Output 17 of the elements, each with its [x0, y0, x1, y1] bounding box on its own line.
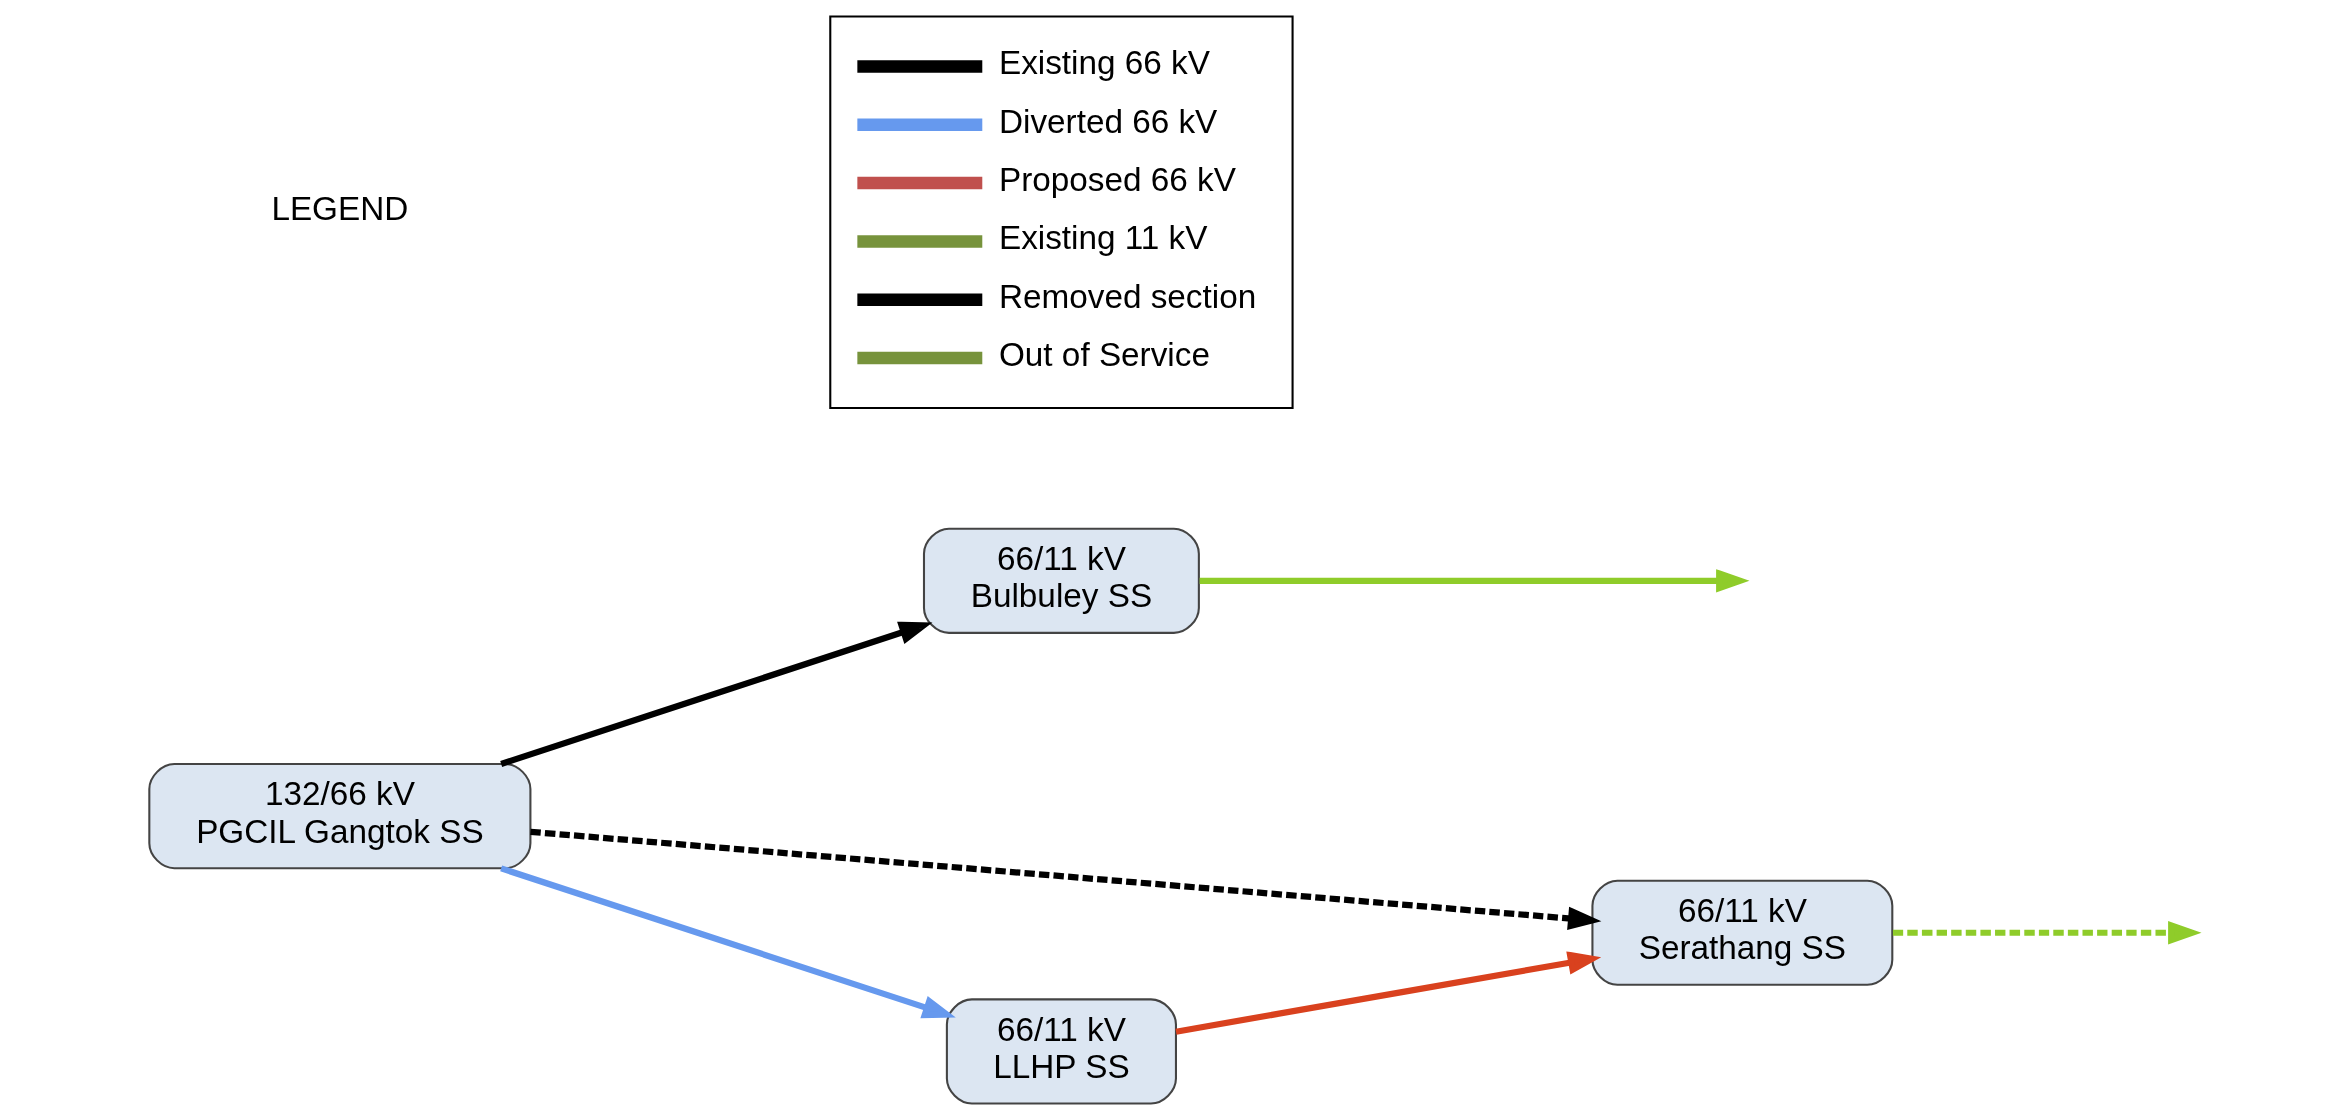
arrow	[1892, 921, 2202, 945]
arrow	[1175, 951, 1602, 1035]
arrow	[1199, 569, 1750, 593]
legend-label: Out of Service	[998, 335, 1210, 373]
node-box: 66/11 kV Serathang SS	[1591, 879, 1894, 986]
legend-label: Diverted 66 kV	[998, 102, 1218, 140]
node-box: 132/66 kV PGCIL Gangtok SS	[148, 763, 532, 870]
node-box: 66/11 kV Bulbuley SS	[922, 527, 1200, 634]
label: LEGEND	[271, 190, 409, 228]
legend-label: Proposed 66 kV	[998, 161, 1236, 198]
node-box: 66/11 kV LLHP SS	[945, 998, 1177, 1105]
legend-label: Existing 66 kV	[998, 44, 1210, 82]
arrow	[500, 621, 933, 767]
legend-label: Existing 11 kV	[998, 219, 1208, 257]
arrow	[500, 865, 956, 1019]
arrow	[530, 828, 1602, 931]
legend-label: Removed section	[998, 277, 1257, 315]
